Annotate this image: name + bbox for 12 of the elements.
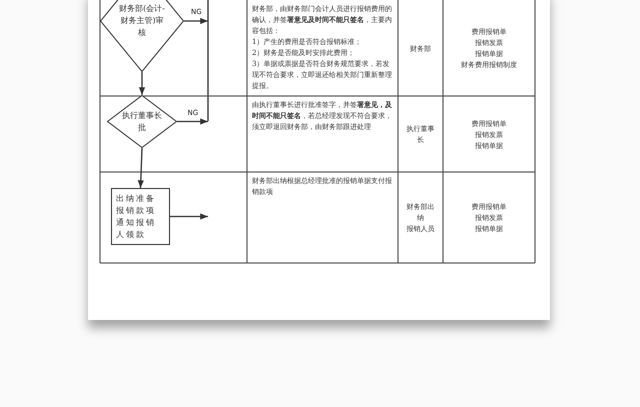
decision-diamond [100, 0, 184, 72]
arrow [184, 18, 208, 24]
node-text: 财务部(会计-财务主管)审核 [119, 3, 165, 39]
arrow [138, 72, 146, 95]
decision-diamond [107, 95, 177, 148]
arrow [177, 118, 208, 125]
arrow [170, 213, 208, 220]
arrow [138, 148, 144, 188]
node-text: 通知报销人领款 [116, 216, 157, 240]
node-text: 出纳准备报销款项 [116, 192, 157, 216]
node-text: 执行董事长批 [122, 110, 162, 134]
process-box [111, 188, 170, 245]
